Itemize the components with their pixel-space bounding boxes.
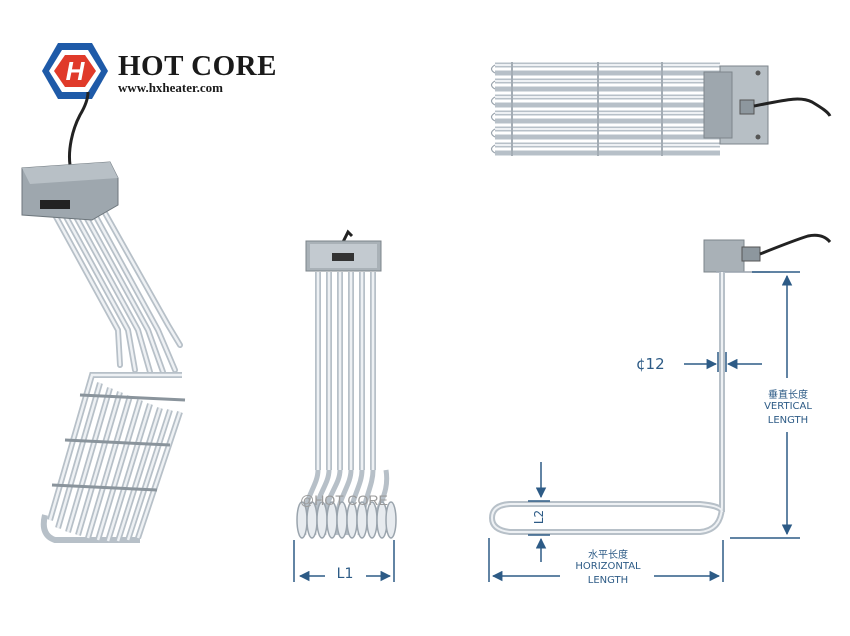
vertical-length-en-2: LENGTH <box>767 415 809 426</box>
l1-label: L1 <box>336 566 354 582</box>
heater-front-view <box>293 229 397 582</box>
heater-3d-view <box>21 91 186 543</box>
horizontal-length-en-2: LENGTH <box>587 575 629 586</box>
heater-top-view <box>490 62 832 156</box>
l1-dimension <box>293 540 395 582</box>
horizontal-length-en-1: HORIZONTAL <box>575 561 641 572</box>
horizontal-length-cn: 水平长度 <box>588 550 628 561</box>
diameter-label: ¢12 <box>636 355 665 373</box>
vertical-length-en-1: VERTICAL <box>764 401 812 412</box>
heater-side-view <box>488 233 832 582</box>
watermark: @HOT CORE <box>300 492 388 508</box>
dimension-lines <box>488 271 800 582</box>
logo-letter: H <box>66 56 86 86</box>
vertical-length-cn: 垂直长度 <box>768 390 808 401</box>
brand-name: HOT CORE <box>118 50 277 82</box>
brand-logo-icon: H <box>42 43 108 99</box>
l2-label: L2 <box>532 509 546 525</box>
brand-url: www.hxheater.com <box>118 80 223 95</box>
